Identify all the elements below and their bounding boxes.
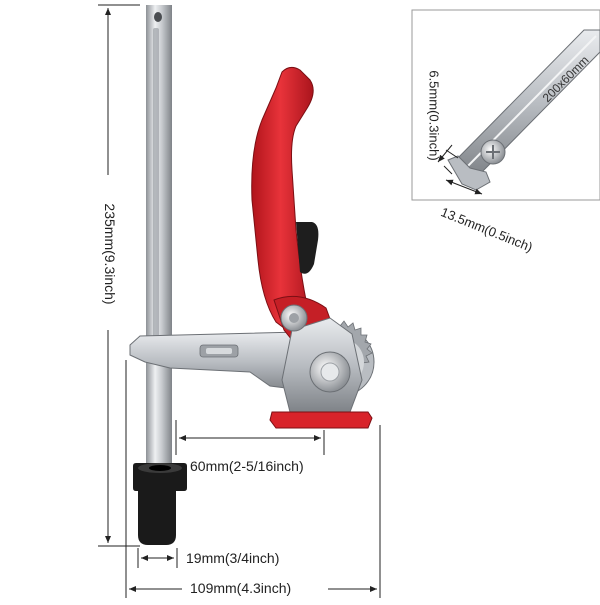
rail-diameter-dimension (137, 548, 178, 568)
jaw-depth-label: 60mm(2-5/16inch) (190, 458, 304, 474)
total-width-dimension (125, 360, 381, 598)
tslot-height-label: 6.5mm(0.3inch) (426, 70, 442, 161)
rail-groove (153, 28, 159, 358)
rail-top-hole (154, 12, 162, 22)
total-width-label: 109mm(4.3inch) (190, 580, 292, 596)
rail-diameter-label: 19mm(3/4inch) (186, 550, 280, 566)
handle-trigger (296, 222, 319, 274)
tslot-height-dimension (437, 144, 459, 175)
jaw-depth-dimension (175, 420, 325, 455)
tslot-width-dimension (445, 179, 483, 195)
rail-foot (133, 463, 187, 545)
jaw-pad (269, 411, 373, 429)
lower-jaw-arm (129, 331, 321, 393)
detail-rail (447, 29, 600, 191)
height-dimension (98, 4, 140, 547)
height-label: 235mm(9.3inch) (102, 203, 118, 305)
detail-frame (411, 9, 600, 201)
rail-foot-socket (149, 465, 171, 471)
arm-slot-inner (206, 348, 232, 354)
